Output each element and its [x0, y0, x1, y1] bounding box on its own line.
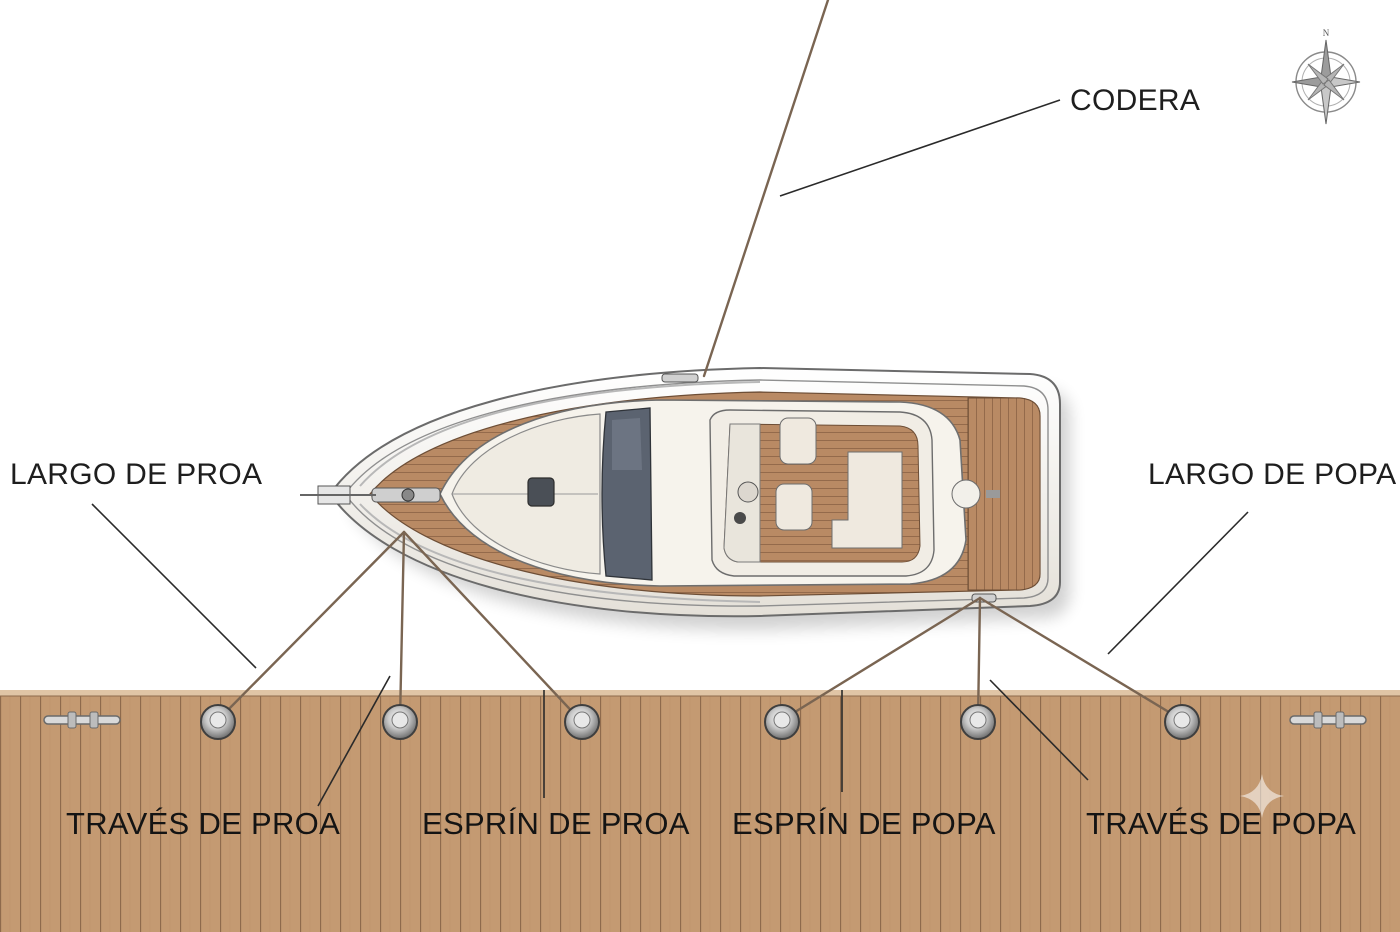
- leader-largo-proa: [92, 504, 256, 668]
- bollard: [1165, 705, 1199, 739]
- deck-hatch: [528, 478, 554, 506]
- label-esprin-de-proa: ESPRÍN DE PROA: [422, 808, 690, 839]
- helm-seat: [780, 418, 816, 464]
- compass-rose-icon: N: [1292, 28, 1360, 124]
- leader-codera: [780, 100, 1060, 196]
- label-esprin-de-popa: ESPRÍN DE POPA: [732, 808, 996, 839]
- bollard: [565, 705, 599, 739]
- label-largo-de-popa: LARGO DE POPA: [1148, 460, 1396, 490]
- label-traves-de-popa: TRAVÉS DE POPA: [1086, 808, 1356, 839]
- bollard: [383, 705, 417, 739]
- codera-line: [704, 0, 828, 376]
- bollard: [201, 705, 235, 739]
- compass-north-label: N: [1323, 28, 1330, 38]
- label-largo-de-proa: LARGO DE PROA: [10, 460, 262, 490]
- label-traves-de-proa: TRAVÉS DE PROA: [66, 808, 340, 839]
- label-codera: CODERA: [1070, 86, 1200, 116]
- bollard: [961, 705, 995, 739]
- leader-largo-popa: [1108, 512, 1248, 654]
- bollard: [765, 705, 799, 739]
- aft-dome: [952, 480, 980, 508]
- motor-yacht: [300, 368, 1060, 616]
